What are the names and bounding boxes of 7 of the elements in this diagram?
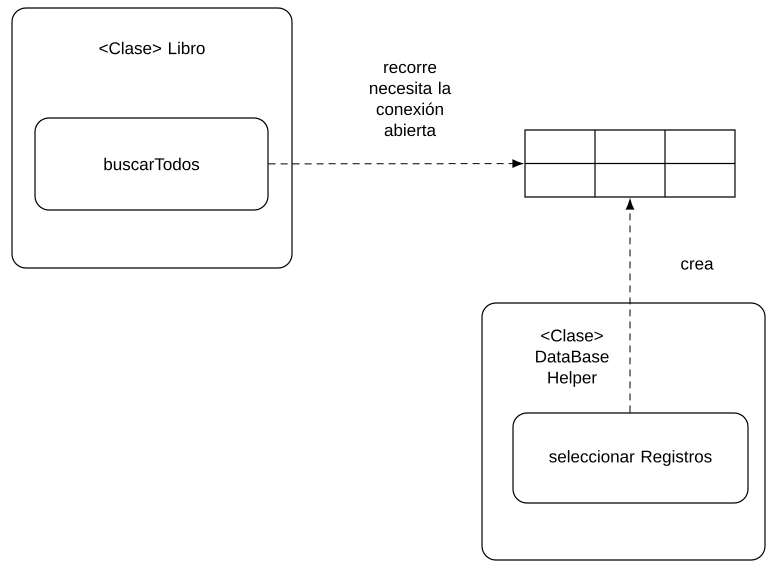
method-box: buscarTodos [34, 117, 269, 211]
arrow [268, 160, 523, 168]
arrow [626, 199, 634, 413]
method-box: seleccionar Registros [512, 412, 749, 504]
table-grid [524, 129, 736, 198]
edge-label: crea [681, 260, 714, 270]
edge-label: recorre necesita la conexión abierta [370, 64, 452, 136]
